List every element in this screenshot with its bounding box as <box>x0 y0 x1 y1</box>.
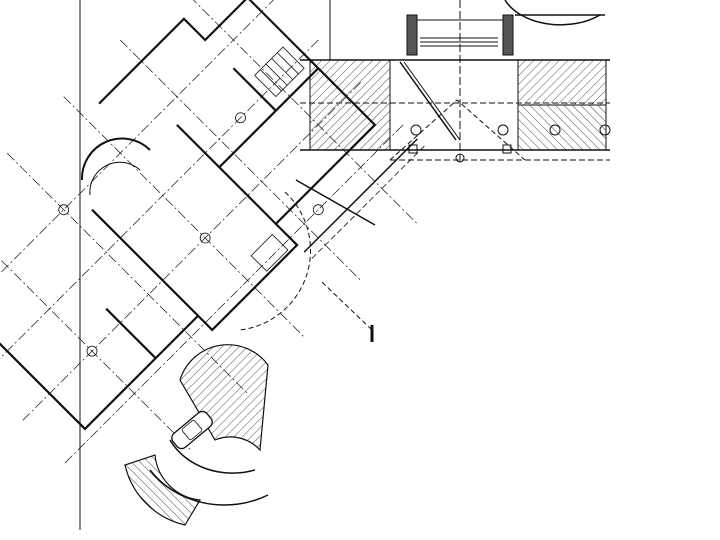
grid-lines <box>0 0 418 465</box>
hatched-zone-left <box>309 59 391 151</box>
rotated-floor-plan <box>0 0 425 465</box>
hatched-zone-right-bottom <box>517 104 607 151</box>
curved-staircase-left <box>80 137 151 196</box>
curved-staircase-driveway <box>124 344 269 526</box>
car-icon <box>171 410 213 450</box>
dashed-arc <box>239 191 373 331</box>
walls <box>0 0 377 431</box>
hatched-zone-right-top <box>517 59 607 106</box>
entrance-plan <box>300 0 611 165</box>
column <box>502 14 514 56</box>
column <box>406 14 418 56</box>
